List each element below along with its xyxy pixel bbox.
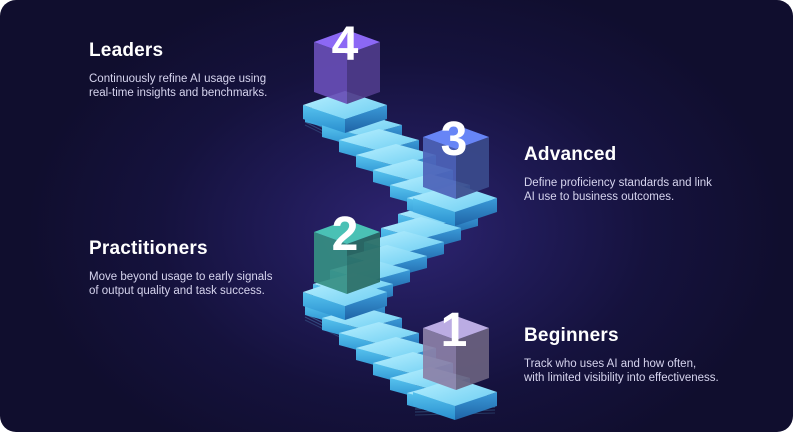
- level-cube-2: 2: [314, 208, 380, 294]
- level-description-line: AI use to business outcomes.: [524, 191, 675, 203]
- level-leaders: Leaders Continuously refine AI usage usi…: [89, 40, 329, 100]
- level-number: 2: [332, 208, 359, 261]
- step-side-face: [455, 392, 497, 420]
- step-top-face: [413, 378, 497, 406]
- level-beginners: Beginners Track who uses AI and how ofte…: [524, 325, 764, 385]
- cube-side-face: [456, 328, 489, 390]
- step-front-face: [303, 292, 345, 320]
- level-title: Beginners: [524, 325, 619, 346]
- cube-side-face: [456, 137, 489, 199]
- level-title: Advanced: [524, 144, 617, 165]
- level-number: 3: [441, 113, 468, 166]
- level-title: Leaders: [89, 40, 164, 61]
- cube-front-face: [423, 137, 456, 199]
- level-description: Move beyond usage to early signals of ou…: [89, 270, 329, 298]
- cube-front-face: [314, 42, 347, 104]
- cubes-group: 4 3 2 1: [314, 18, 489, 390]
- step-front-face: [303, 105, 345, 133]
- level-description-line: Define proficiency standards and link: [524, 177, 712, 189]
- level-cube-1: 1: [423, 304, 489, 390]
- landing-4: [303, 91, 387, 133]
- level-number: 4: [332, 18, 359, 71]
- level-description-line: real-time insights and benchmarks.: [89, 87, 268, 99]
- cube-front-face: [423, 328, 456, 390]
- step-side-face: [455, 198, 497, 226]
- cube-side-face: [347, 42, 380, 104]
- cube-top-face: [314, 30, 380, 54]
- cube-side-face: [347, 232, 380, 294]
- level-description-line: Move beyond usage to early signals: [89, 271, 273, 283]
- level-practitioners: Practitioners Move beyond usage to early…: [89, 238, 329, 298]
- step-top-face: [303, 91, 387, 119]
- level-number: 1: [441, 304, 468, 357]
- cube-top-face: [423, 316, 489, 340]
- level-advanced: Advanced Define proficiency standards an…: [524, 144, 764, 204]
- landing-1: [413, 378, 497, 420]
- level-description-line: Track who uses AI and how often,: [524, 358, 697, 370]
- level-description: Continuously refine AI usage using real-…: [89, 72, 329, 100]
- cube-top-face: [314, 220, 380, 244]
- level-description-line: with limited visibility into effectivene…: [524, 372, 719, 384]
- level-description: Define proficiency standards and link AI…: [524, 176, 764, 204]
- level-cube-3: 3: [423, 113, 489, 199]
- level-cube-4: 4: [314, 18, 380, 104]
- level-title: Practitioners: [89, 238, 208, 259]
- level-description-line: of output quality and task success.: [89, 285, 265, 297]
- step-side-face: [345, 105, 387, 133]
- cube-top-face: [423, 125, 489, 149]
- step-side-face: [345, 292, 387, 320]
- level-description-line: Continuously refine AI usage using: [89, 73, 267, 85]
- step-front-face: [413, 198, 455, 226]
- step-front-face: [413, 392, 455, 420]
- cube-front-face: [314, 232, 347, 294]
- level-description: Track who uses AI and how often, with li…: [524, 357, 764, 385]
